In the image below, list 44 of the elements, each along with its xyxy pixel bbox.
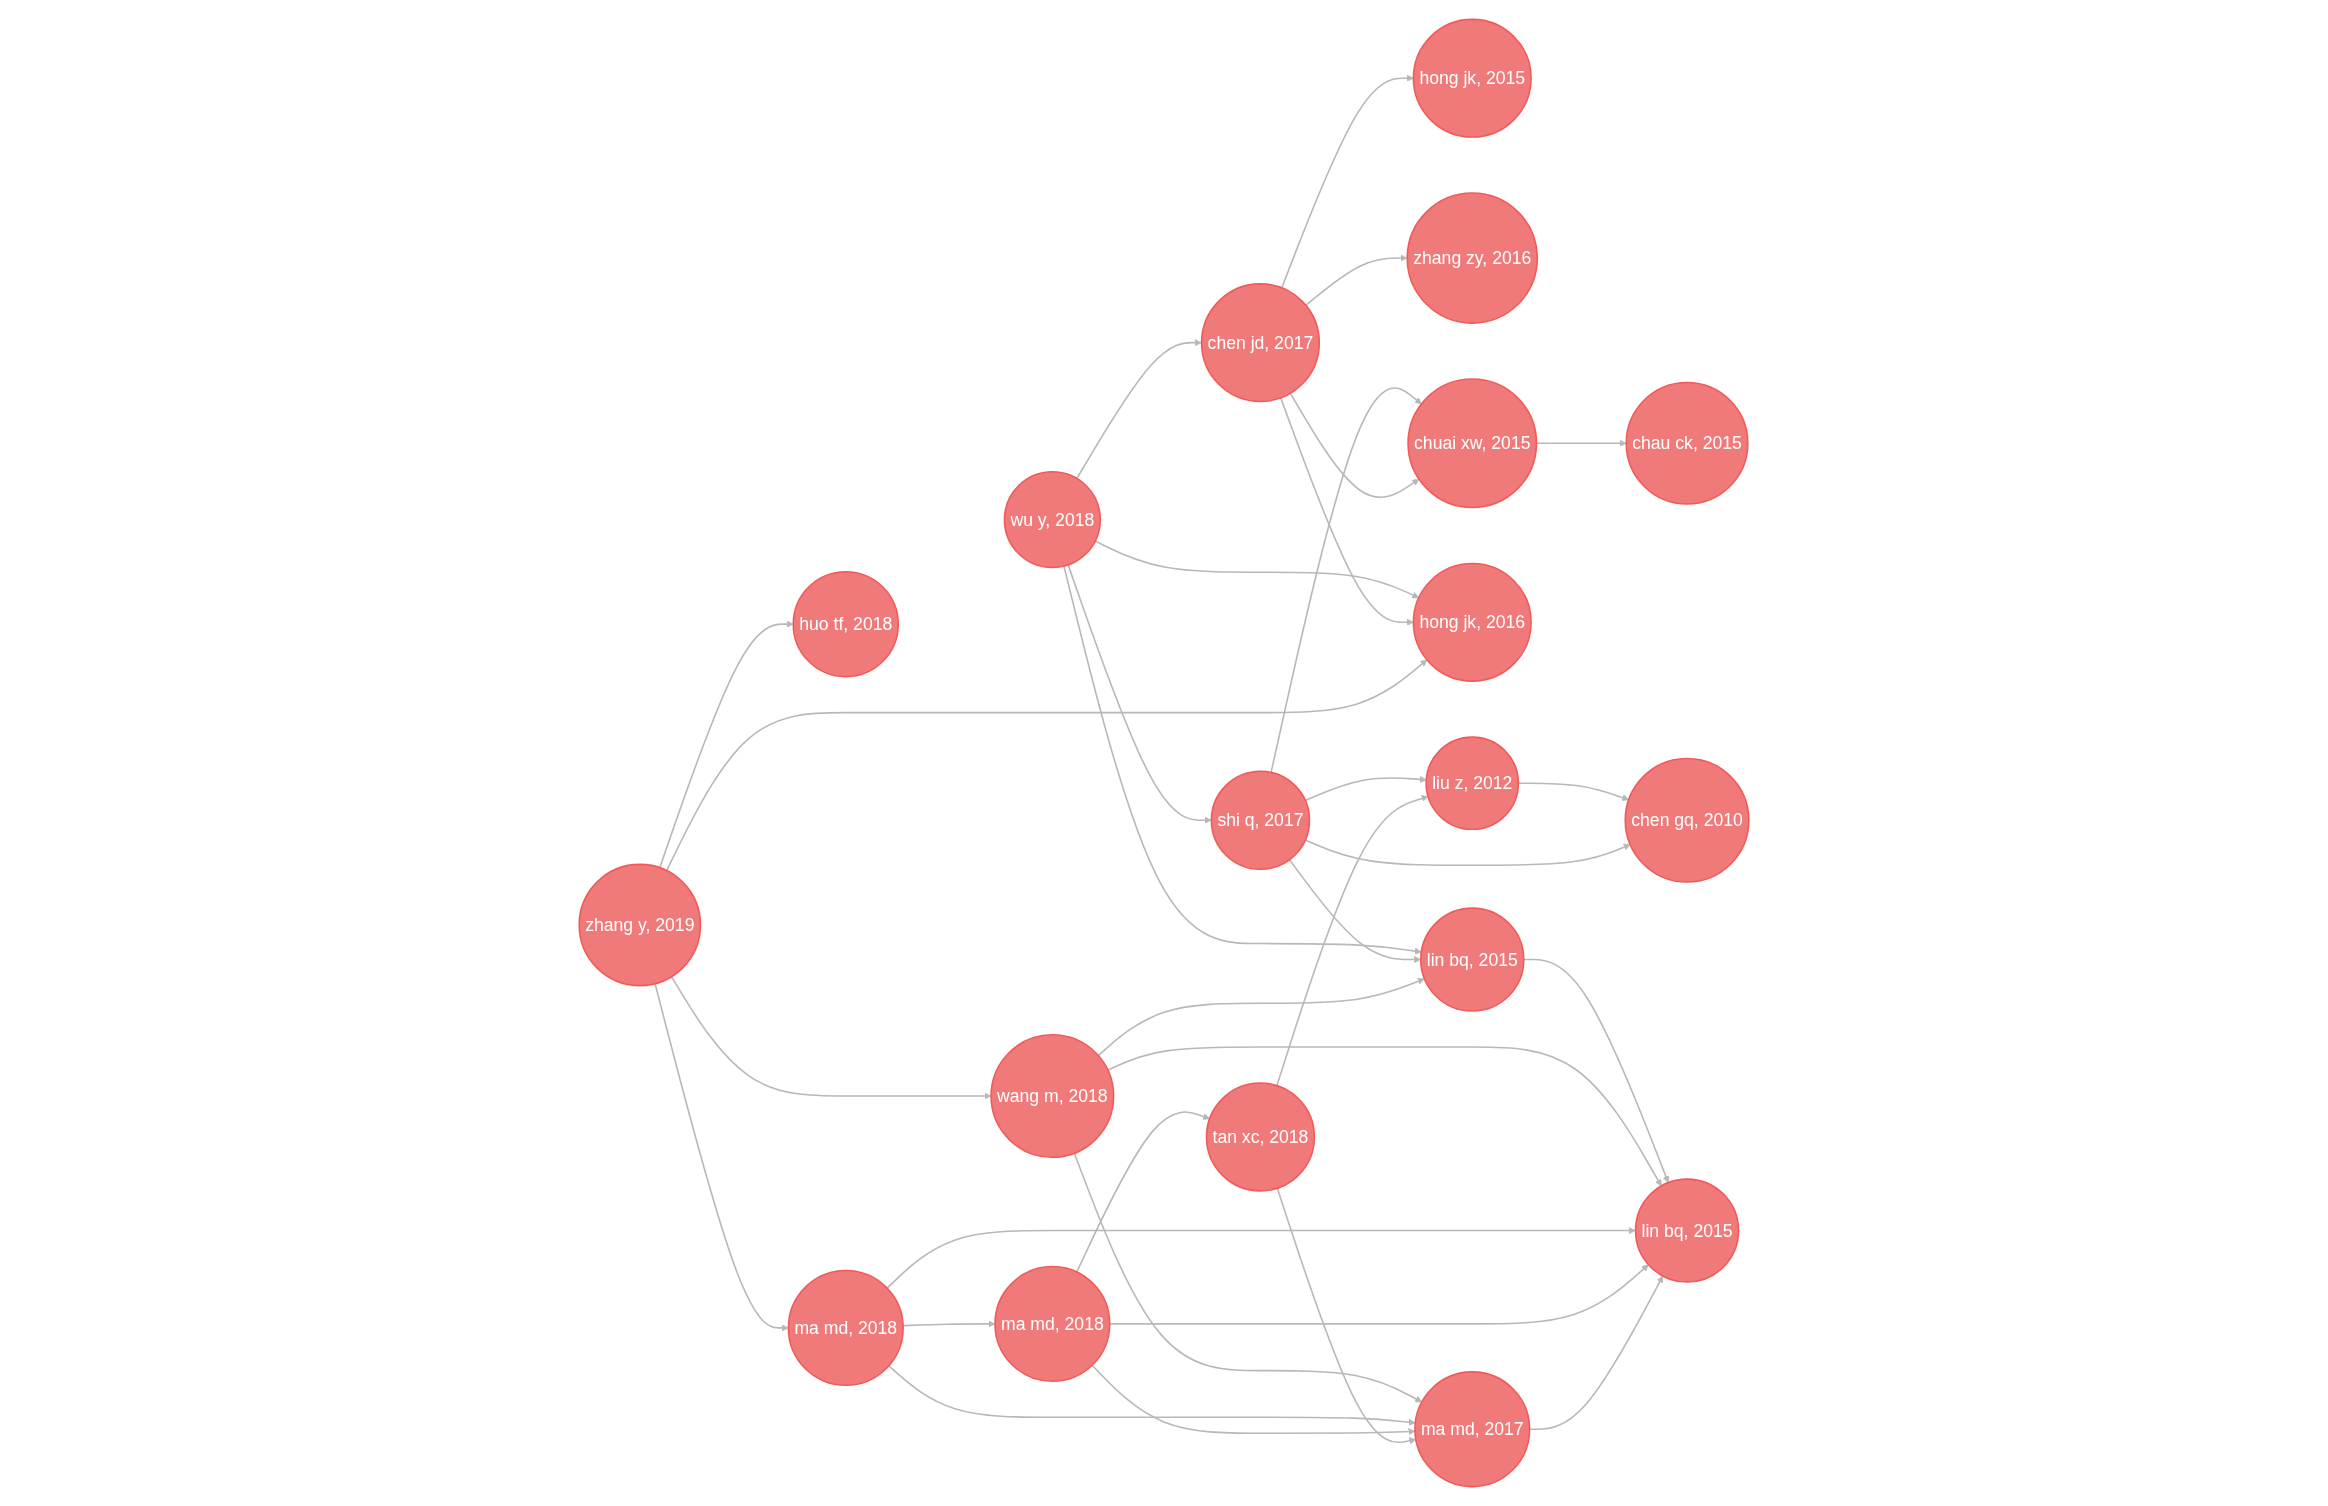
arrow bbox=[1270, 387, 1422, 774]
node-circle: shi q, 2017 bbox=[1210, 770, 1311, 871]
arrow bbox=[1097, 977, 1425, 1057]
node-circle: chen gq, 2010 bbox=[1624, 757, 1750, 883]
node-circle: tan xc, 2018 bbox=[1205, 1082, 1316, 1192]
arrow bbox=[1304, 775, 1427, 802]
arrow bbox=[902, 1320, 996, 1328]
arrow bbox=[1063, 565, 1422, 955]
arrow bbox=[665, 659, 1428, 872]
node-circle: chau ck, 2015 bbox=[1625, 381, 1749, 505]
arrow bbox=[1304, 839, 1631, 867]
node-circle: lin bq, 2015 bbox=[1419, 907, 1525, 1012]
node-circle: huo tf, 2018 bbox=[792, 570, 900, 678]
arrow bbox=[1305, 254, 1408, 307]
arrow bbox=[1276, 1187, 1417, 1445]
node-circle: hong jk, 2015 bbox=[1412, 18, 1532, 138]
node-circle: liu z, 2012 bbox=[1425, 736, 1520, 831]
arrow bbox=[1067, 564, 1212, 824]
node-circle: ma md, 2018 bbox=[787, 1269, 904, 1387]
node-circle: wu y, 2018 bbox=[1003, 470, 1102, 569]
arrow bbox=[654, 982, 789, 1332]
node-circle: zhang y, 2019 bbox=[578, 863, 702, 987]
arrow bbox=[888, 1365, 1416, 1426]
node-circle: chuai xw, 2015 bbox=[1407, 378, 1538, 509]
arrow bbox=[886, 1227, 1636, 1289]
arrow bbox=[1076, 339, 1202, 480]
node-circle: zhang zy, 2016 bbox=[1406, 192, 1539, 324]
node-circle: chen jd, 2017 bbox=[1200, 283, 1321, 403]
arrow bbox=[1073, 1152, 1423, 1403]
node-circle: wang m, 2018 bbox=[990, 1033, 1115, 1159]
arrow bbox=[1276, 795, 1429, 1087]
node-circle: ma md, 2018 bbox=[994, 1265, 1111, 1383]
arrow bbox=[1075, 1111, 1210, 1273]
arrow bbox=[1107, 1046, 1662, 1187]
arrow bbox=[1094, 540, 1420, 599]
node-circle: hong jk, 2016 bbox=[1412, 562, 1532, 682]
node-circle: ma md, 2017 bbox=[1414, 1371, 1531, 1488]
arrow bbox=[1280, 74, 1414, 289]
arrow bbox=[670, 975, 992, 1100]
node-circle: lin bq, 2015 bbox=[1634, 1178, 1740, 1283]
arrow bbox=[658, 620, 794, 869]
arrow bbox=[1091, 1364, 1416, 1436]
arrow bbox=[1289, 392, 1420, 498]
arrow bbox=[1279, 397, 1414, 626]
